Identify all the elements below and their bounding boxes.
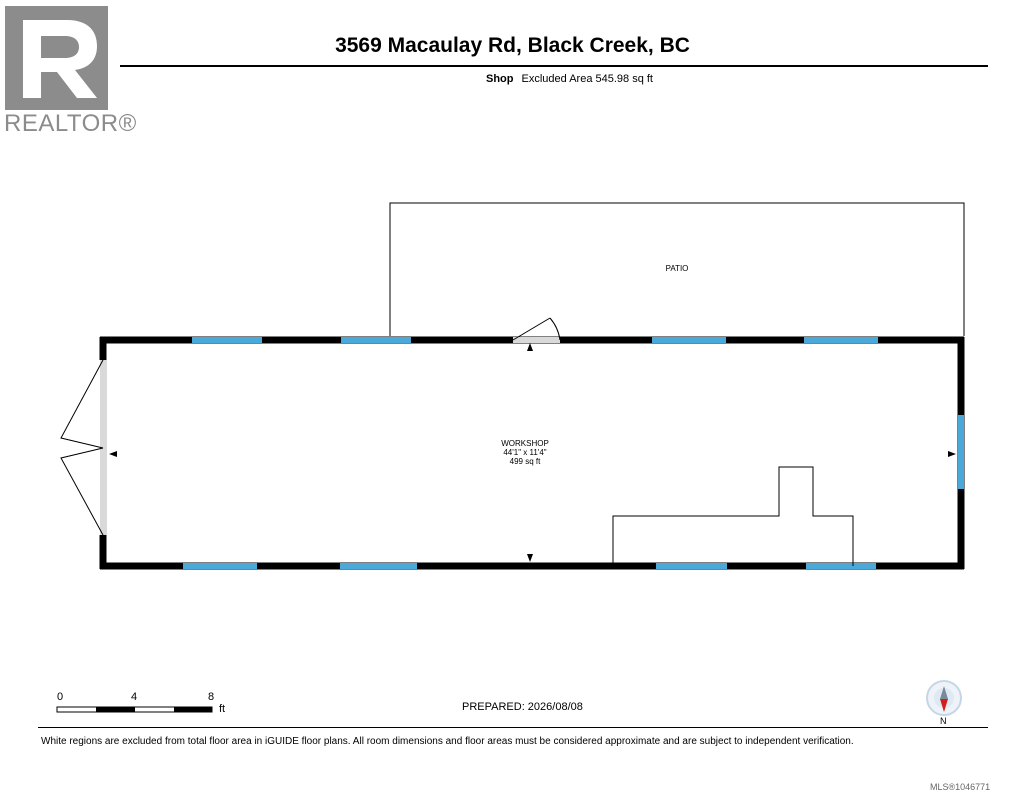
workshop-name: WORKSHOP	[501, 439, 549, 448]
windows-bottom	[183, 563, 876, 569]
patio-outline	[389, 202, 965, 336]
mls-number: MLS®1046771	[930, 782, 991, 792]
scale-tick-4: 4	[131, 691, 138, 703]
dimension-arrows	[109, 343, 956, 562]
compass-north-label: N	[940, 716, 947, 726]
page-title: 3569 Macaulay Rd, Black Creek, BC	[335, 34, 690, 57]
disclaimer-text: White regions are excluded from total fl…	[41, 736, 854, 747]
realtor-wordmark: REALTOR®	[4, 110, 137, 137]
header-divider	[120, 65, 988, 67]
workshop-dimensions: 44'1" x 11'4"	[503, 448, 547, 457]
realtor-r-icon	[5, 6, 108, 110]
prepared-date: PREPARED: 2026/08/08	[462, 701, 583, 713]
scale-unit: ft	[219, 703, 226, 715]
excluded-area: Excluded Area 545.98 sq ft	[521, 73, 653, 85]
north-compass-icon	[926, 680, 962, 716]
window-right	[958, 415, 964, 489]
workshop-label: WORKSHOP 44'1" x 11'4" 499 sq ft	[480, 439, 570, 466]
scale-tick-0: 0	[57, 691, 64, 703]
interior-bench	[612, 466, 854, 566]
scale-bar	[56, 706, 213, 713]
realtor-r-logo	[5, 6, 108, 110]
patio-label: PATIO	[665, 264, 689, 273]
top-door	[512, 317, 561, 343]
left-double-door	[60, 359, 107, 536]
floor-subtitle: Shop Excluded Area 545.98 sq ft	[486, 73, 653, 85]
floor-name: Shop	[486, 73, 514, 85]
windows-top	[192, 337, 878, 343]
scale-tick-8: 8	[208, 691, 215, 703]
workshop-area: 499 sq ft	[509, 457, 541, 466]
footer-divider	[38, 727, 988, 728]
